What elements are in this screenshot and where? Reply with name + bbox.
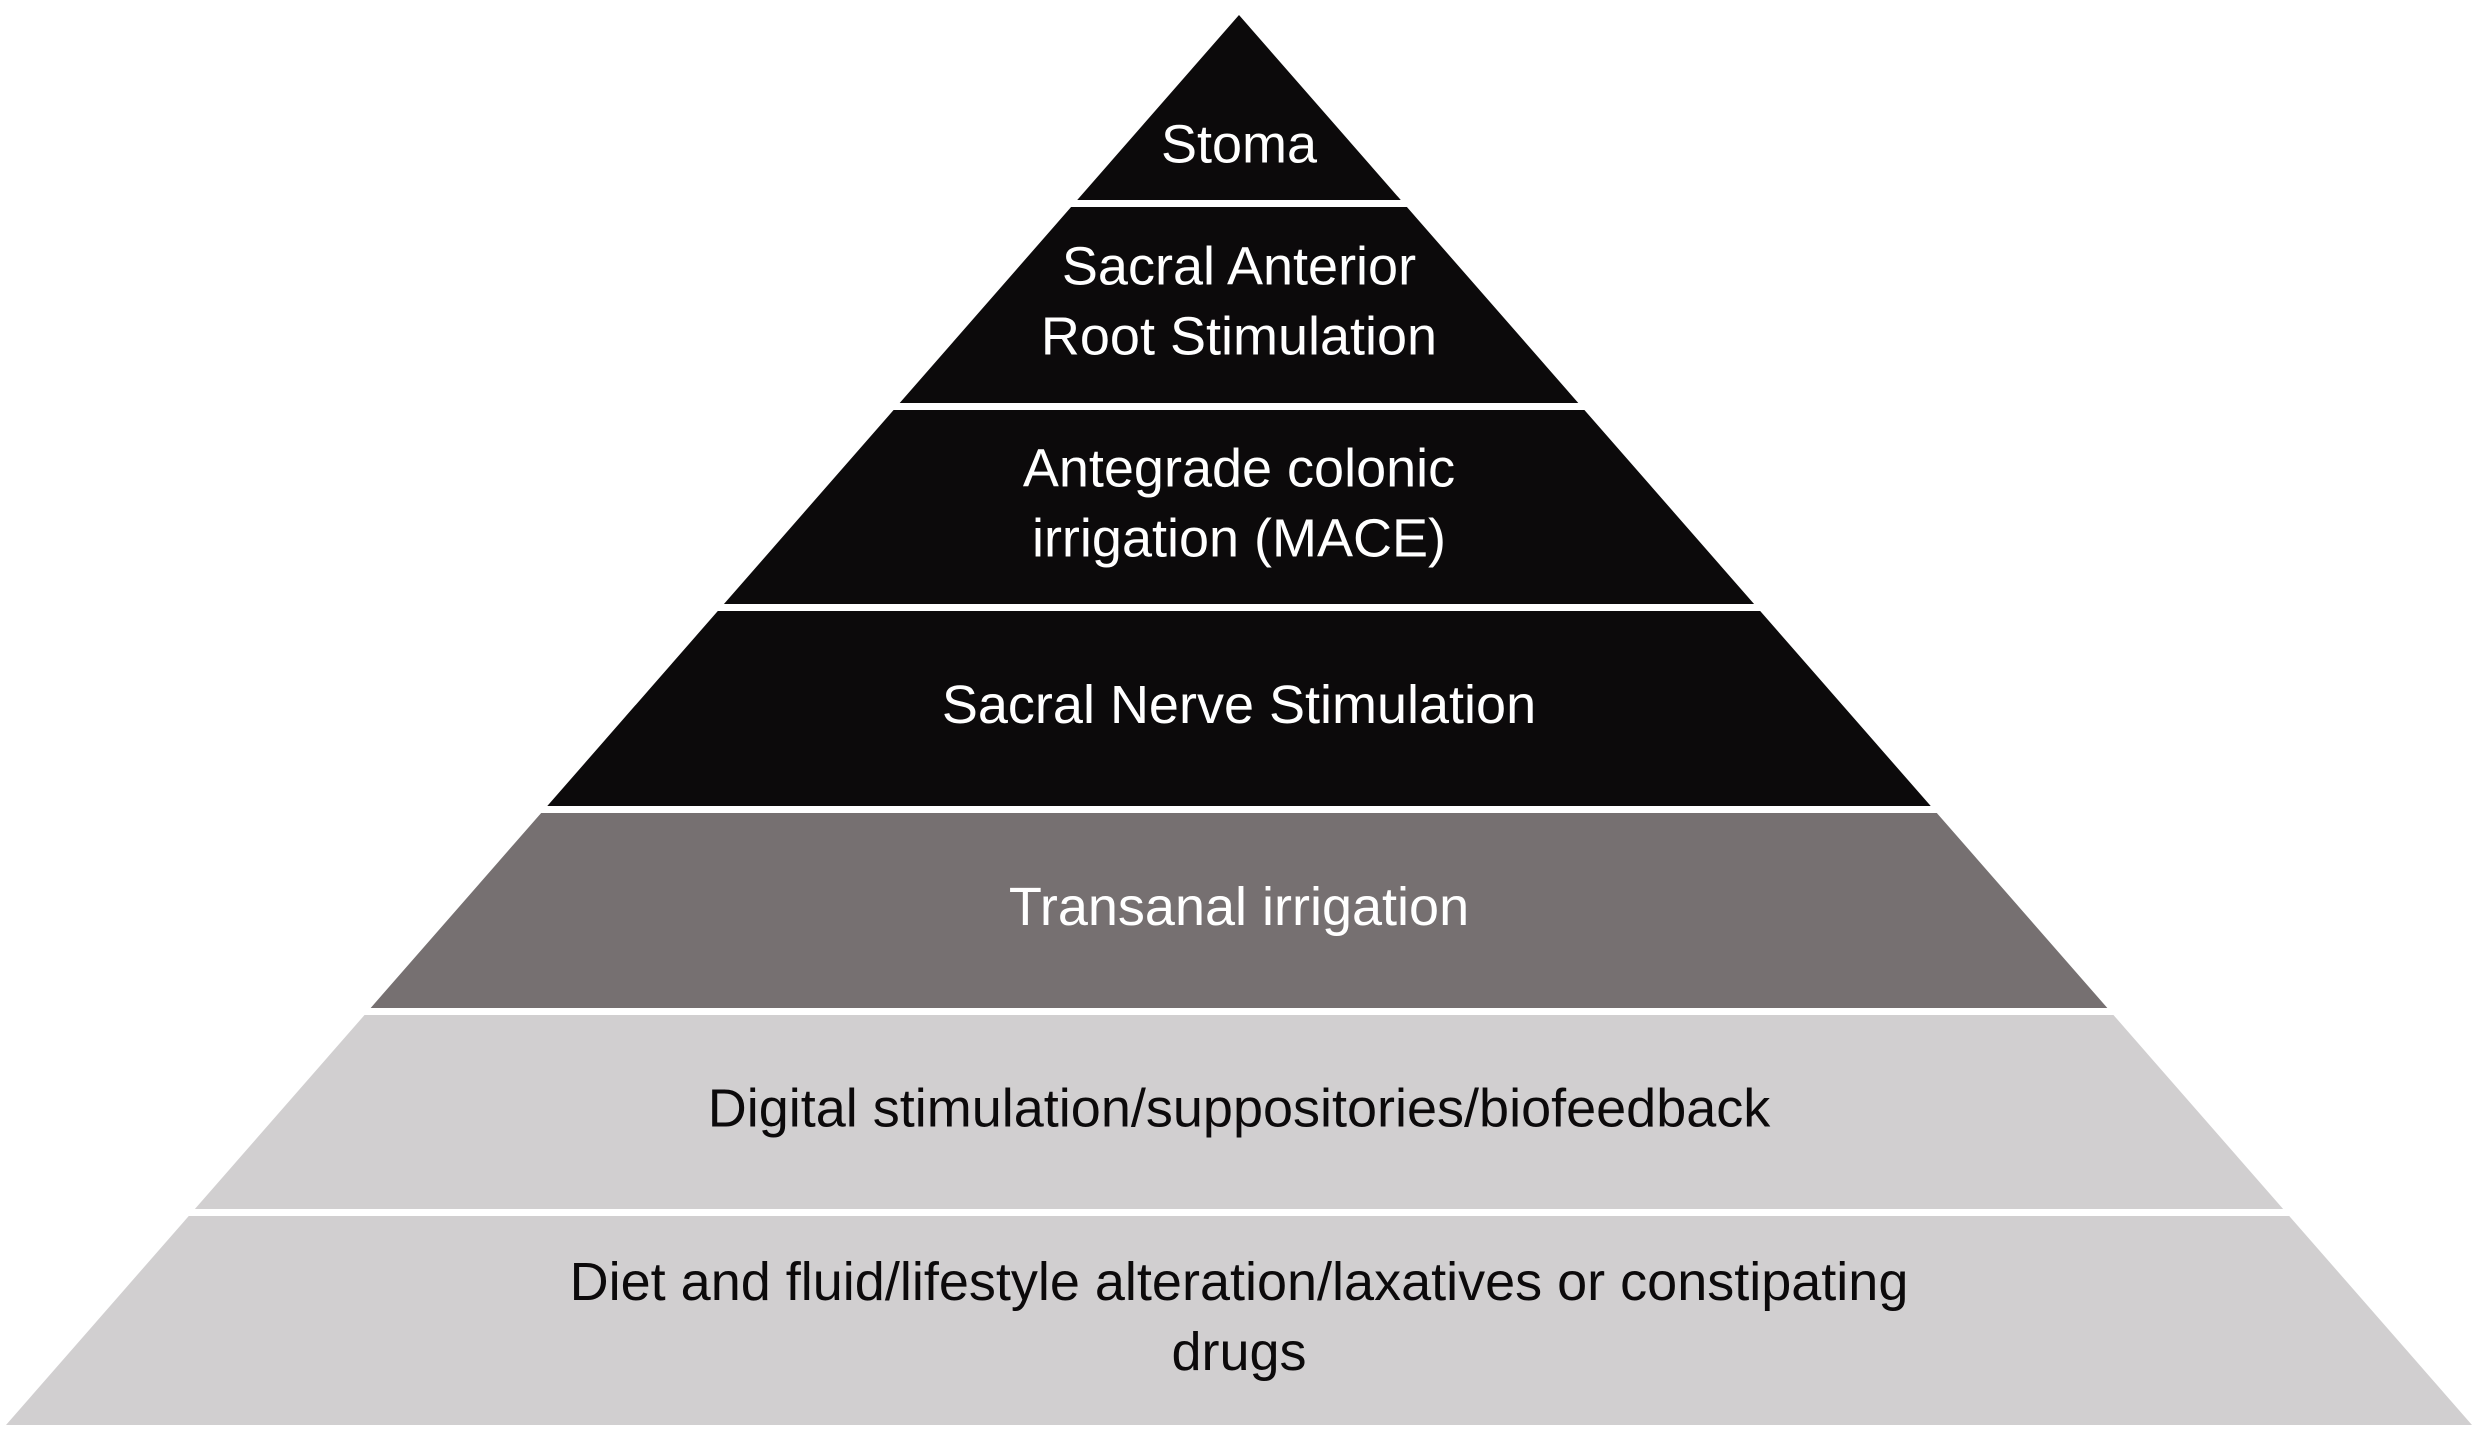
tier-1-label-line-1: Stoma <box>1161 114 1318 174</box>
tier-6-label-line-1: Digital stimulation/suppositories/biofee… <box>708 1078 1772 1138</box>
tier-2-label-line-1: Sacral Anterior <box>1062 236 1416 296</box>
pyramid-tier-5 <box>370 813 2108 1008</box>
pyramid-tier-2 <box>899 207 1579 403</box>
tier-3-label-line-1: Antegrade colonic <box>1023 438 1455 498</box>
tier-4-label-line-1: Sacral Nerve Stimulation <box>942 675 1536 735</box>
tier-7-label-line-2: drugs <box>1171 1322 1306 1382</box>
pyramid-tier-4 <box>547 611 1931 806</box>
pyramid-tier-1 <box>1077 15 1401 200</box>
pyramid-tier-shapes <box>6 15 2472 1425</box>
tier-7-label-line-1: Diet and fluid/lifestyle alteration/laxa… <box>570 1252 1909 1312</box>
pyramid-tier-7 <box>6 1216 2472 1425</box>
tier-3-label-line-2: irrigation (MACE) <box>1032 508 1446 568</box>
tier-2-label-line-2: Root Stimulation <box>1041 306 1437 366</box>
tier-5-label-line-1: Transanal irrigation <box>1009 877 1469 937</box>
pyramid-tier-6 <box>194 1015 2284 1209</box>
pyramid-tier-3 <box>723 410 1755 604</box>
